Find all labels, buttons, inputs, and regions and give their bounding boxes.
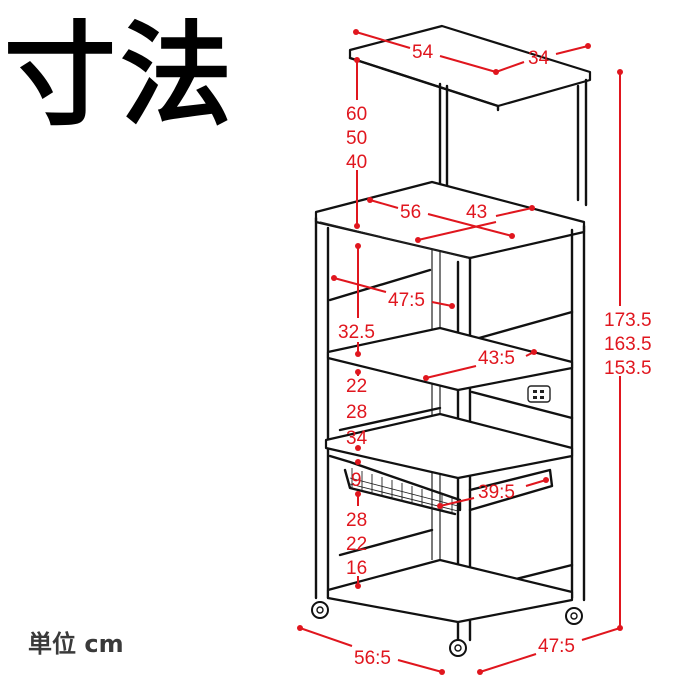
label-upper-gap: 32.5 [338,322,375,343]
label-top-clearance-2: 50 [346,128,367,149]
label-top-clearance-1: 60 [346,104,367,125]
label-shelf-depth: 43:5 [478,348,515,369]
dimension-lines [297,29,623,675]
top-shelf [348,24,592,207]
dimension-labels: 54 34 60 50 40 56 43 47:5 32.5 43:5 22 2… [338,42,652,669]
label-total-height-3: 153.5 [604,358,652,379]
label-total-height-1: 173.5 [604,310,652,331]
label-counter-depth: 43 [466,202,487,223]
label-middle-gap-2: 28 [346,402,367,423]
label-lower-gap-1: 28 [346,510,367,531]
label-top-clearance-3: 40 [346,152,367,173]
wire-basket-drawer [328,454,554,516]
label-drawer-height: 9 [351,470,362,491]
power-outlet-icon [527,385,551,403]
label-overall-depth: 47:5 [538,636,575,657]
label-top-shelf-width: 54 [412,42,434,63]
label-total-height-2: 163.5 [604,334,652,355]
label-drawer-depth: 39:5 [478,482,515,503]
main-frame [314,216,586,642]
label-middle-gap-3: 34 [346,428,368,449]
page-title: 寸法 [4,10,236,141]
label-inner-depth-upper: 47:5 [388,290,425,311]
unit-label: 単位 cm [28,630,124,658]
label-lower-gap-2: 22 [346,534,367,555]
label-middle-gap-1: 22 [346,376,367,397]
label-lower-gap-3: 16 [346,558,367,579]
label-overall-width: 56:5 [354,648,391,669]
caster-wheels [311,601,583,657]
label-top-shelf-depth: 34 [528,48,550,69]
label-counter-width: 56 [400,202,421,223]
